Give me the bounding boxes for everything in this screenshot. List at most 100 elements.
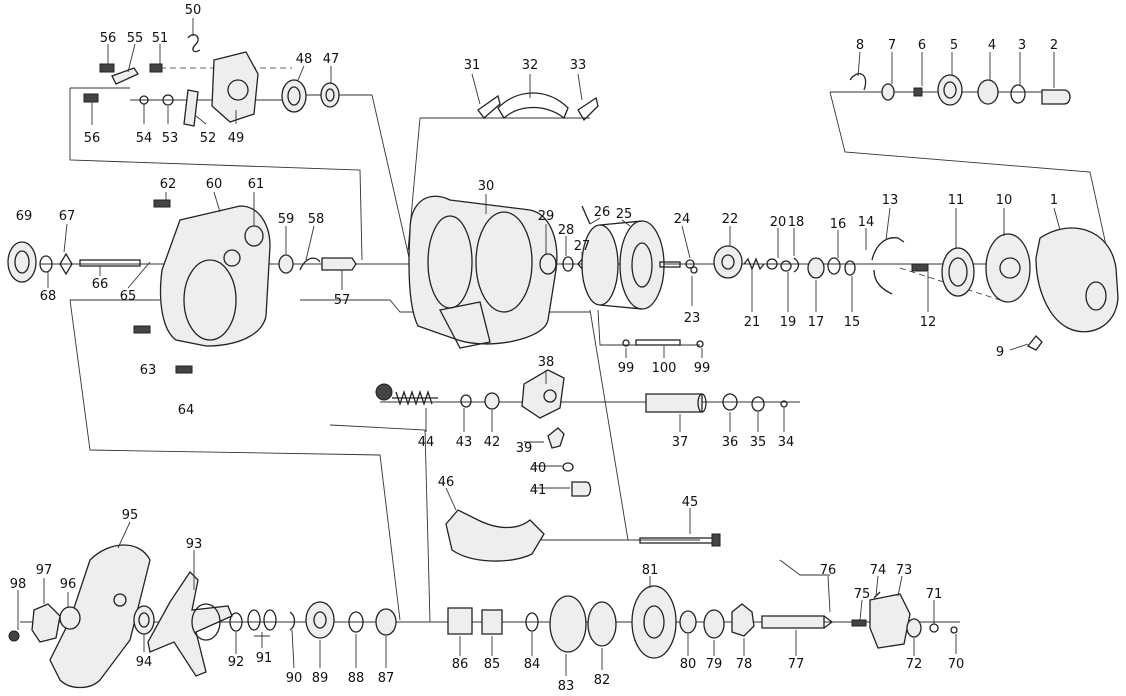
part-76 xyxy=(823,615,834,629)
label-20: 20 xyxy=(770,215,787,230)
part-99-left xyxy=(622,339,630,347)
part-29-bearing xyxy=(539,253,557,275)
label-79: 79 xyxy=(706,657,723,672)
part-17-bearing xyxy=(807,257,825,279)
part-16 xyxy=(827,257,841,275)
label-27: 27 xyxy=(574,239,591,254)
label-37: 37 xyxy=(672,435,689,450)
part-46-bar xyxy=(445,509,545,562)
label-40: 40 xyxy=(530,461,547,476)
part-73-plate xyxy=(869,593,911,649)
label-58: 58 xyxy=(308,212,325,227)
label-96: 96 xyxy=(60,577,77,592)
label-5: 5 xyxy=(950,38,958,53)
label-90: 90 xyxy=(286,671,303,686)
label-41: 41 xyxy=(530,483,547,498)
part-6 xyxy=(913,87,923,97)
part-8-clip xyxy=(849,73,867,91)
part-41-cap xyxy=(571,481,592,497)
label-51: 51 xyxy=(152,31,169,46)
part-26-pin xyxy=(581,205,591,225)
label-49: 49 xyxy=(228,131,245,146)
label-50: 50 xyxy=(185,3,202,18)
label-30: 30 xyxy=(478,179,495,194)
part-60-sideplate xyxy=(159,205,271,347)
part-32 xyxy=(497,92,569,120)
label-99-left: 99 xyxy=(618,361,635,376)
part-88 xyxy=(348,611,364,633)
label-43: 43 xyxy=(456,435,473,450)
label-88: 88 xyxy=(348,671,365,686)
label-22: 22 xyxy=(722,212,739,227)
part-77-shaft xyxy=(761,615,825,629)
part-94-washer xyxy=(133,605,155,635)
part-99-right xyxy=(696,340,704,348)
part-18-clip xyxy=(793,257,800,273)
label-81: 81 xyxy=(642,563,659,578)
label-48: 48 xyxy=(296,52,313,67)
label-75: 75 xyxy=(854,587,871,602)
label-25: 25 xyxy=(616,207,633,222)
label-52: 52 xyxy=(200,131,217,146)
label-74: 74 xyxy=(870,563,887,578)
part-82-disc xyxy=(587,601,617,647)
part-24 xyxy=(685,259,695,269)
part-84 xyxy=(525,612,539,632)
part-23 xyxy=(690,266,698,274)
leader-lines xyxy=(17,18,1061,676)
part-40 xyxy=(562,462,574,472)
label-63: 63 xyxy=(140,363,157,378)
label-39: 39 xyxy=(516,441,533,456)
label-26: 26 xyxy=(594,205,611,220)
part-30-frame xyxy=(408,195,558,345)
label-55: 55 xyxy=(127,31,144,46)
label-13: 13 xyxy=(882,193,899,208)
label-91: 91 xyxy=(256,651,273,666)
part-75-screw xyxy=(851,619,867,627)
part-49-plate xyxy=(211,51,259,123)
part-10-mechanism xyxy=(985,233,1031,303)
label-78: 78 xyxy=(736,657,753,672)
label-31: 31 xyxy=(464,58,481,73)
label-1: 1 xyxy=(1050,193,1058,208)
part-55-lever xyxy=(111,67,139,85)
label-23: 23 xyxy=(684,311,701,326)
label-56-bottom: 56 xyxy=(84,131,101,146)
part-93-star-drag xyxy=(147,570,233,677)
label-38: 38 xyxy=(538,355,555,370)
part-22-gear xyxy=(713,245,743,279)
part-19 xyxy=(780,260,792,272)
label-33: 33 xyxy=(570,58,587,73)
label-73: 73 xyxy=(896,563,913,578)
part-69-cap xyxy=(7,241,37,283)
label-21: 21 xyxy=(744,315,761,330)
part-1-cover xyxy=(1035,227,1119,333)
label-17: 17 xyxy=(808,315,825,330)
label-82: 82 xyxy=(594,673,611,688)
label-54: 54 xyxy=(136,131,153,146)
part-52-pawl xyxy=(183,89,199,127)
part-64-screw xyxy=(175,365,193,374)
part-67-washer xyxy=(59,252,73,276)
part-70 xyxy=(950,626,958,634)
label-14: 14 xyxy=(858,215,875,230)
label-93: 93 xyxy=(186,537,203,552)
part-56-screw-top xyxy=(99,63,115,73)
part-13-spring xyxy=(871,237,905,295)
part-35 xyxy=(751,396,765,412)
label-57: 57 xyxy=(334,293,351,308)
part-43 xyxy=(460,394,472,408)
part-87-bearing xyxy=(375,608,397,636)
label-80: 80 xyxy=(680,657,697,672)
label-92: 92 xyxy=(228,655,245,670)
label-8: 8 xyxy=(856,38,864,53)
label-24: 24 xyxy=(674,212,691,227)
part-38-levelwind xyxy=(521,369,565,419)
part-91-b xyxy=(263,609,277,631)
part-86-clutch xyxy=(447,607,473,635)
part-85-sleeve xyxy=(481,609,503,635)
part-2-cap xyxy=(1041,89,1071,105)
label-10: 10 xyxy=(996,193,1013,208)
label-69: 69 xyxy=(16,209,33,224)
